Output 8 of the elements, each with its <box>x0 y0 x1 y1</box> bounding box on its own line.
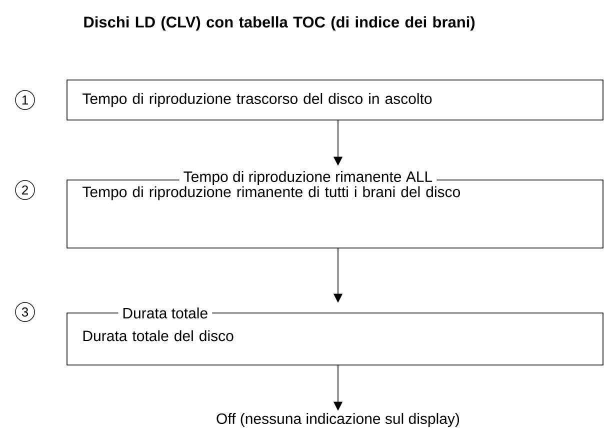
callout-number: 2 <box>15 180 35 200</box>
callout-number: 1 <box>15 90 35 110</box>
process-box: Tempo di riproduzione trascorso del disco in ascolto <box>66 80 604 120</box>
end-text: Off (nessuna indicazione sul display) <box>216 413 460 427</box>
process-box: Durata totale Durata totale del disco <box>66 306 604 366</box>
title: Dischi LD (CLV) con tabella TOC (di indice dei brani) <box>84 16 475 31</box>
callout-number: 3 <box>15 302 35 322</box>
process-box: Tempo di riproduzione rimanente ALL Tempo di riproduzione rimanente di tutti i brani del disco <box>66 170 604 248</box>
